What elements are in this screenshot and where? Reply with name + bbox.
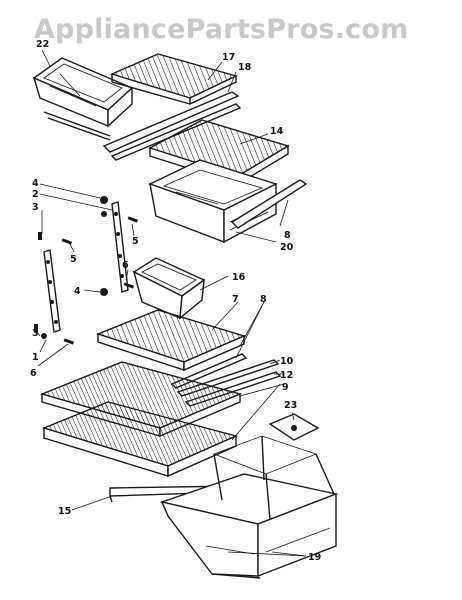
callout-1: 1 (32, 352, 39, 363)
callout-6-bottom: 6 (30, 368, 37, 379)
callout-23: 23 (284, 400, 297, 411)
callout-12: 12 (280, 370, 293, 381)
callout-15: 15 (58, 506, 71, 517)
part-18-rail (102, 91, 242, 161)
callout-9: 9 (282, 382, 289, 393)
callout-4-mid: 4 (74, 286, 81, 297)
part-23-cover (268, 413, 320, 441)
callout-5-left: 5 (70, 254, 77, 265)
part-8-rail-upper (230, 179, 308, 229)
callout-22: 22 (36, 39, 49, 50)
callout-4-top: 4 (32, 178, 39, 189)
callout-3-top: 3 (32, 202, 39, 213)
callout-8-mid: 8 (260, 294, 267, 305)
callout-14: 14 (270, 126, 284, 137)
part-22-bin (32, 57, 134, 141)
callout-6-top: 6 (122, 260, 129, 271)
callout-3-bottom: 3 (32, 328, 39, 339)
callout-8-top: 8 (284, 230, 291, 241)
part-16-bin (132, 257, 206, 320)
callout-17: 17 (222, 52, 235, 63)
part-17-wire-shelf (109, 53, 238, 106)
callout-16: 16 (232, 272, 246, 283)
callout-19: 19 (308, 552, 321, 563)
callout-20: 20 (280, 242, 294, 253)
callout-5-right: 5 (132, 236, 139, 247)
shelf-bracket-left (43, 249, 61, 333)
hardware (34, 196, 139, 345)
shelf-frame-lower (41, 401, 239, 478)
callout-7: 7 (232, 294, 239, 305)
part-19-crisper-drawers (159, 435, 339, 579)
leader-lines (35, 49, 307, 557)
callout-2: 2 (32, 189, 39, 200)
watermark: AppliancePartsPros.com (34, 14, 409, 45)
callout-10: 10 (280, 356, 294, 367)
part-7-wire-shelf (95, 309, 247, 372)
callout-18: 18 (238, 62, 252, 73)
shelf-bracket-right (111, 201, 129, 293)
callout-labels: 22 17 18 14 8 20 4 2 3 5 5 6 4 16 7 8 3 … (30, 39, 321, 563)
